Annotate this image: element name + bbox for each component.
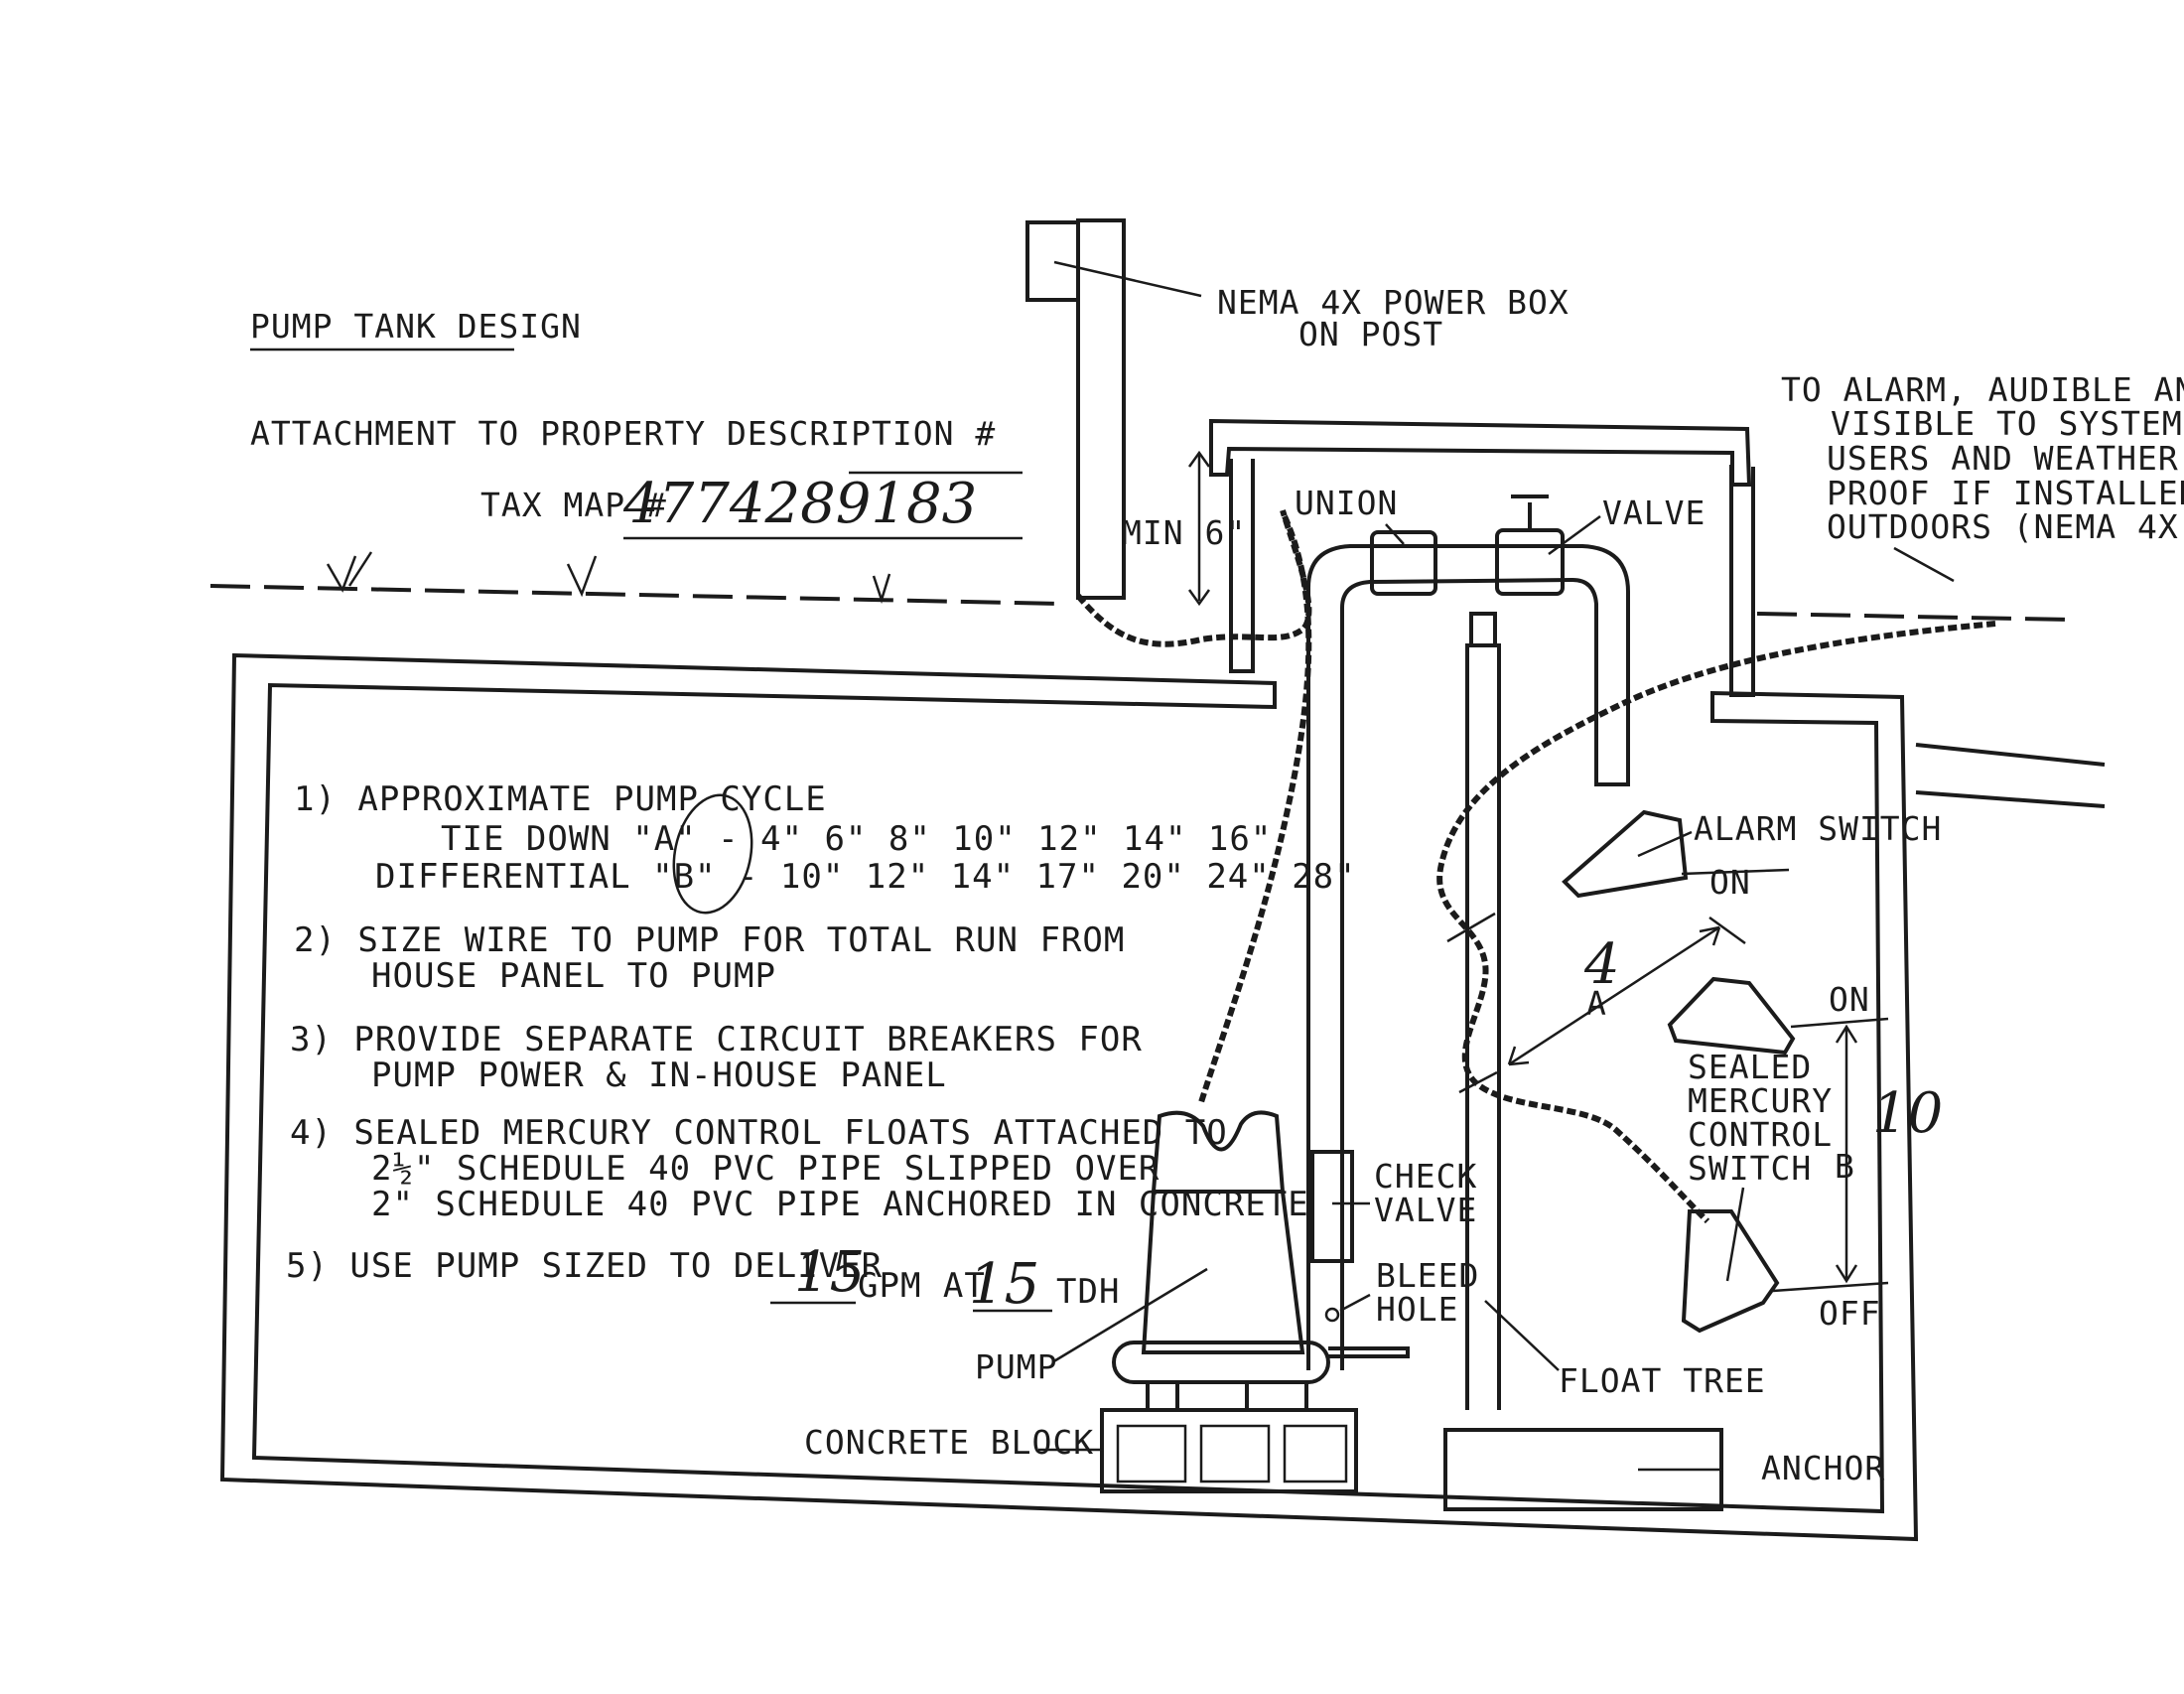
check-valve-label-1: CHECK [1374, 1157, 1477, 1196]
page-title: PUMP TANK DESIGN [250, 307, 582, 346]
alarm-label-4: PROOF IF INSTALLED [1827, 474, 2184, 512]
tax-map-label: TAX MAP # [480, 486, 667, 524]
note-5b: GPM AT [858, 1266, 986, 1306]
valve-leader [1548, 514, 1601, 556]
alarm-switch-leader [1637, 830, 1693, 858]
a-handwritten-value: 4 [1583, 932, 1620, 997]
alarm-label-3: USERS AND WEATHER- [1827, 439, 2184, 478]
bleed-hole [1324, 1307, 1340, 1323]
b-dimension-arrows [1835, 1024, 1858, 1284]
bleed-hole-label-1: BLEED [1376, 1256, 1479, 1295]
alarm-leader [1893, 546, 1955, 583]
note-4b: 2½" SCHEDULE 40 PVC PIPE SLIPPED OVER [371, 1149, 1160, 1189]
grass-tufts [326, 551, 891, 605]
bleed-hole-leader [1339, 1293, 1371, 1313]
pump-unit [1112, 1110, 1410, 1412]
note-3b: PUMP POWER & IN-HOUSE PANEL [371, 1056, 947, 1095]
pump-label: PUMP [975, 1347, 1057, 1386]
note-4c: 2" SCHEDULE 40 PVC PIPE ANCHORED IN CONC… [371, 1185, 1309, 1224]
power-cable [1075, 509, 1312, 647]
attachment-label: ATTACHMENT TO PROPERTY DESCRIPTION # [250, 414, 996, 453]
bleed-hole-label-2: HOLE [1376, 1290, 1458, 1329]
off-float [1681, 1209, 1780, 1334]
selected-values-circle [672, 793, 753, 915]
note-5c: TDH [1056, 1272, 1120, 1312]
off-float-cord [1772, 1281, 1889, 1293]
valve-label: VALVE [1602, 494, 1706, 532]
float-tree-leader [1484, 1300, 1560, 1371]
ground-line-right [1756, 612, 2071, 622]
check-valve [1310, 1150, 1354, 1263]
concrete-block-label: CONCRETE BLOCK [804, 1423, 1094, 1462]
alarm-on-label: ON [1709, 863, 1751, 902]
power-box-post [1025, 218, 1126, 600]
concrete-block [1100, 1408, 1358, 1493]
sealed-label-3: CONTROL [1688, 1115, 1833, 1154]
sealed-label-4: SWITCH [1688, 1149, 1812, 1188]
note-2a: 2) SIZE WIRE TO PUMP FOR TOTAL RUN FROM [294, 920, 1125, 960]
on-float [1667, 976, 1796, 1056]
float-cords [1436, 621, 1996, 1224]
discharge-pipe [1306, 544, 1630, 1370]
valve-handle [1511, 494, 1549, 530]
note-4a: 4) SEALED MERCURY CONTROL FLOATS ATTACHE… [290, 1113, 1228, 1153]
gpm-value: 15 [794, 1240, 865, 1305]
check-valve-label-2: VALVE [1374, 1191, 1477, 1229]
riser [1209, 418, 1755, 697]
power-box-label-1: NEMA 4X POWER BOX [1217, 283, 1570, 322]
note-1-tie-down: TIE DOWN "A" - 4" 6" 8" 10" 12" 14" 16" [441, 819, 1272, 859]
float-clamps [1446, 912, 1498, 1094]
pump-leader [1051, 1267, 1208, 1364]
valve-body [1495, 528, 1565, 596]
off-level-label: OFF [1819, 1294, 1881, 1333]
note-3a: 3) PROVIDE SEPARATE CIRCUIT BREAKERS FOR [290, 1020, 1143, 1059]
alarm-switch-label: ALARM SWITCH [1694, 809, 1942, 848]
alarm-float-cord [1681, 868, 1790, 876]
tax-map-value: 4774289183 [622, 472, 977, 536]
power-box-label-2: ON POST [1298, 315, 1443, 353]
note-1: 1) APPROXIMATE PUMP CYCLE [294, 779, 827, 819]
tdh-value: 15 [969, 1252, 1039, 1317]
power-box-leader [1053, 260, 1202, 298]
alarm-on-tick [1708, 916, 1746, 945]
a-dimension-line [1508, 925, 1720, 1066]
union-leader [1385, 523, 1405, 545]
sealed-label-1: SEALED [1688, 1048, 1812, 1086]
a-dimension-arrows [1507, 925, 1721, 1066]
anchor-label: ANCHOR [1761, 1449, 1885, 1487]
alarm-float [1562, 809, 1689, 899]
min-dimension-arrows [1187, 450, 1211, 607]
b-label: B [1835, 1147, 1855, 1186]
sealed-leader [1725, 1187, 1745, 1282]
float-tree [1465, 612, 1501, 1410]
a-label: A [1586, 984, 1607, 1023]
alarm-label-1: TO ALARM, AUDIBLE AND [1781, 370, 2184, 409]
alarm-label-2: VISIBLE TO SYSTEM [1831, 404, 2183, 443]
note-2b: HOUSE PANEL TO PUMP [371, 956, 776, 996]
sealed-label-2: MERCURY [1688, 1081, 1833, 1120]
float-tree-label: FLOAT TREE [1559, 1361, 1766, 1400]
tank-outer-wall [219, 652, 2106, 1542]
alarm-label-5: OUTDOORS (NEMA 4X) [1827, 507, 2184, 546]
pump-power-cord [1198, 514, 1312, 1103]
union-label: UNION [1295, 484, 1398, 522]
union-fitting [1370, 530, 1437, 596]
ground-line-left [209, 584, 1063, 606]
min-label: MIN 6" [1122, 513, 1246, 552]
on-float-cord [1790, 1017, 1889, 1029]
note-1-differential: DIFFERENTIAL "B" - 10" 12" 14" 17" 20" 2… [375, 857, 1356, 897]
on-level-label: ON [1829, 980, 1870, 1019]
note-5a: 5) USE PUMP SIZED TO DELIVER [286, 1246, 883, 1286]
b-handwritten-value: 10 [1872, 1081, 1943, 1146]
